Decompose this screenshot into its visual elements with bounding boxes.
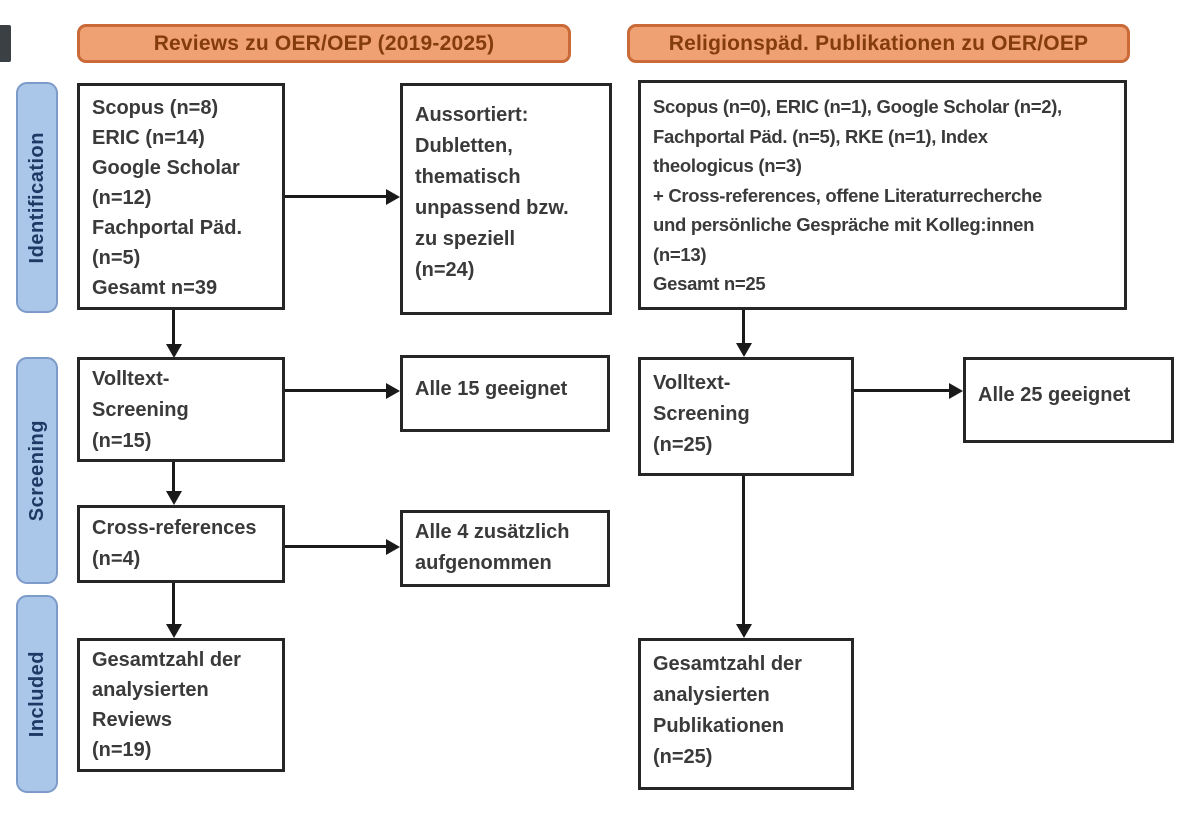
flow-box-right-fulltext-screening: Volltext- Screening (n=25) (638, 357, 854, 476)
flow-box-left-fulltext-screening: Volltext- Screening (n=15) (77, 357, 285, 462)
flow-box-left-cross-references-result: Alle 4 zusätzlich aufgenommen (400, 510, 610, 587)
flow-box-right-fulltext-result: Alle 25 geeignet (963, 357, 1174, 443)
arrow-left-crossref-to-total-icon (165, 583, 182, 638)
arrow-left-crossref-to-result-icon (285, 538, 400, 555)
arrow-right-fulltext-to-total-icon (735, 476, 752, 638)
column-header-reviews: Reviews zu OER/OEP (2019-2025) (77, 24, 571, 63)
stage-label-included-text: Included (25, 650, 48, 738)
stage-label-identification: Identification (16, 82, 58, 313)
flow-box-left-cross-references: Cross-references (n=4) (77, 505, 285, 583)
flow-box-left-sources: Scopus (n=8) ERIC (n=14) Google Scholar … (77, 83, 285, 310)
arrow-left-sources-to-fulltext-icon (165, 310, 182, 358)
column-header-religionspaed: Religionspäd. Publikationen zu OER/OEP (627, 24, 1130, 63)
scan-artifact-mark (0, 25, 11, 62)
arrow-right-fulltext-to-result-icon (854, 382, 963, 399)
stage-label-screening-text: Screening (25, 419, 48, 522)
stage-label-identification-text: Identification (25, 131, 48, 264)
arrow-left-sources-to-excluded-icon (285, 188, 400, 205)
flow-box-left-included-total: Gesamtzahl der analysierten Reviews (n=1… (77, 638, 285, 772)
flow-box-left-fulltext-result: Alle 15 geeignet (400, 355, 610, 432)
stage-label-screening: Screening (16, 357, 58, 584)
stage-label-included: Included (16, 595, 58, 793)
flow-box-right-included-total: Gesamtzahl der analysierten Publikatione… (638, 638, 854, 790)
arrow-right-sources-to-fulltext-icon (735, 310, 752, 357)
flow-box-right-sources: Scopus (n=0), ERIC (n=1), Google Scholar… (638, 80, 1127, 310)
arrow-left-fulltext-to-crossref-icon (165, 462, 182, 505)
flow-box-left-excluded: Aussortiert: Dubletten, thematisch unpas… (400, 83, 612, 315)
arrow-left-fulltext-to-result-icon (285, 382, 400, 399)
